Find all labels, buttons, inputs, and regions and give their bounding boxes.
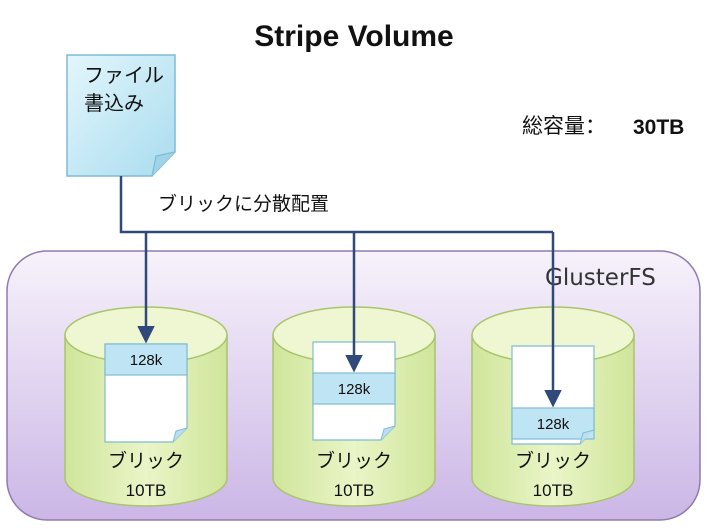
chunk-label: 128k [338, 381, 371, 398]
brick-size: 10TB [334, 481, 375, 500]
chunk-label: 128k [537, 416, 570, 433]
brick-size: 10TB [126, 481, 167, 500]
distribution-line [119, 176, 553, 234]
distribution-label: ブリックに分散配置 [158, 192, 329, 215]
brick-document: 128k [312, 341, 396, 441]
file-label-line2: 書込み [84, 91, 144, 115]
chunk-block [511, 407, 595, 440]
brick-1: 128k ブリック 10TB [64, 306, 228, 507]
cluster-label: GlusterFS [545, 265, 656, 291]
brick-label: ブリック [316, 449, 392, 472]
brick-label: ブリック [515, 449, 591, 472]
distribution-connectors [119, 176, 562, 408]
chunk-block [104, 343, 188, 376]
diagram-title: Stripe Volume [254, 20, 453, 53]
brick-2: 128k ブリック 10TB [272, 306, 436, 507]
chunk-label: 128k [130, 352, 163, 369]
bricks-group: 128k ブリック 10TB 128k ブリック 10TB 128k ブリック 10TB [64, 306, 635, 507]
brick-size: 10TB [533, 481, 574, 500]
brick-label: ブリック [108, 449, 184, 472]
chunk-block [312, 372, 396, 405]
file-write-note: ファイル 書込み [66, 54, 176, 177]
brick-document: 128k [511, 345, 595, 445]
brick-document: 128k [104, 343, 188, 443]
capacity-label: 総容量： [522, 114, 606, 138]
file-label-line1: ファイル [84, 63, 164, 87]
capacity-value: 30TB [633, 116, 684, 139]
